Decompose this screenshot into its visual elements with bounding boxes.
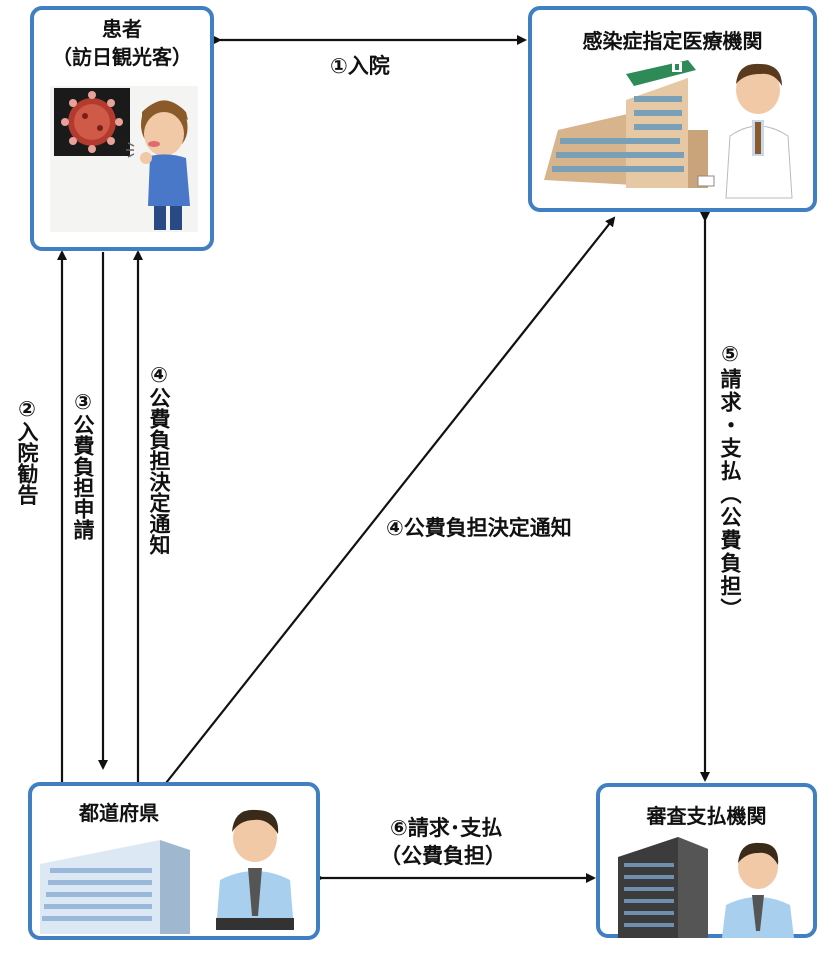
hospital-box: 感染症指定医療機関	[528, 6, 817, 212]
hospital-title: 感染症指定医療機関	[582, 29, 763, 53]
edge-label-6-line2: （公費負担）	[380, 844, 506, 868]
prefecture-title: 都道府県	[79, 801, 159, 825]
edge-label-6-line1: ⑥請求･支払	[390, 816, 503, 840]
edge-label-2: ②入院勧告	[15, 397, 39, 505]
edge-label-3: ③公費負担申請	[71, 390, 95, 540]
patient-box: 患者 （訪日観光客）	[30, 6, 214, 251]
patient-title: 患者	[102, 17, 142, 41]
dark-building-icon	[618, 837, 708, 938]
hospital-illustration	[538, 60, 808, 206]
edge-label-4-hospital: ④公費負担決定通知	[386, 516, 572, 540]
prefecture-box: 都道府県	[28, 782, 320, 940]
review-illustration	[618, 827, 814, 938]
patient-subtitle: （訪日観光客）	[52, 45, 192, 69]
review-title: 審査支払機関	[646, 804, 767, 828]
coughing-person-icon	[126, 100, 190, 230]
official-person-icon	[216, 809, 294, 930]
patient-illustration	[50, 86, 198, 232]
arrow-4-notice-hospital	[165, 216, 616, 784]
office-building-icon	[40, 840, 190, 934]
prefecture-illustration	[40, 806, 310, 934]
edge-label-5: ⑤請求・支払（公費負担）	[718, 342, 742, 621]
staff-person-icon	[722, 842, 794, 938]
hospital-building-icon	[544, 60, 715, 188]
review-box: 審査支払機関	[596, 783, 817, 938]
doctor-icon	[725, 63, 793, 199]
edge-label-1: ①入院	[330, 54, 390, 78]
virus-icon	[54, 88, 130, 156]
edge-label-4-patient: ④公費負担決定通知	[147, 363, 171, 555]
